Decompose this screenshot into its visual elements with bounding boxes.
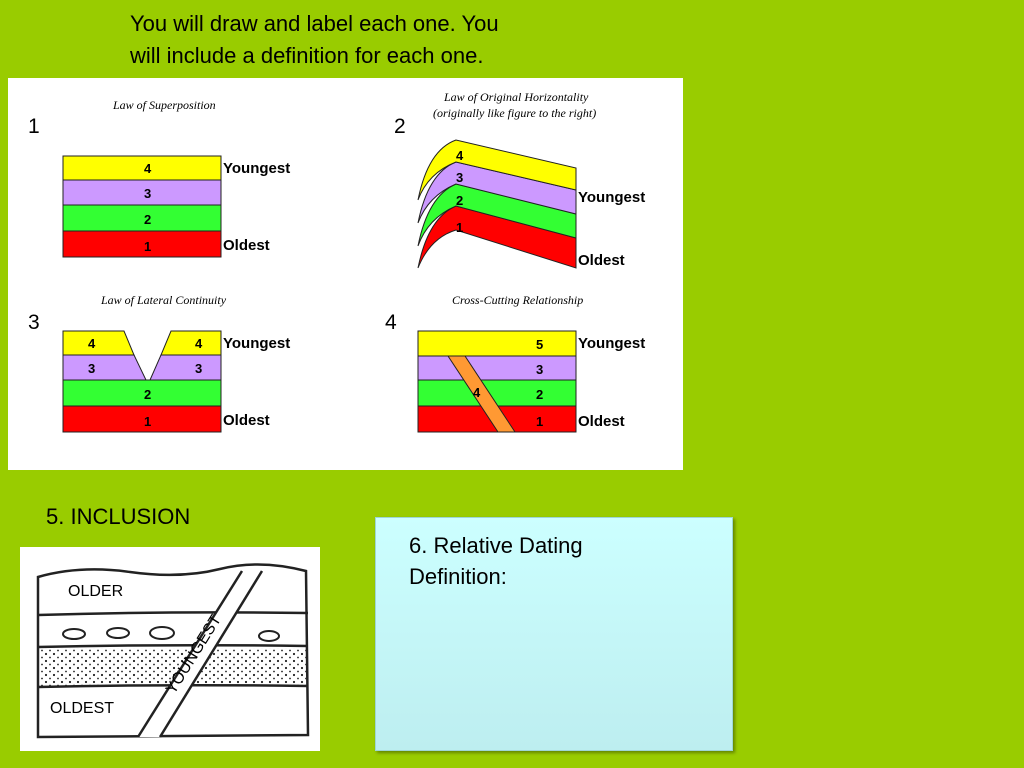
figure-number-2: 2 [394,115,406,138]
lateral-label-1: 1 [144,414,151,429]
inclusion-pebble-2 [106,627,130,639]
horizontality-layer-4 [417,139,577,201]
superposition-oldest: Oldest [223,237,270,254]
superposition-layer-2 [62,204,222,232]
superposition-title: Law of Superposition [112,98,216,112]
inclusion-line-2 [37,643,309,649]
figure-superposition: Law of Superposition 1 4 3 2 1 Youngest … [28,98,290,258]
inclusion-pebble-4 [258,630,280,642]
inclusion-title: 5. INCLUSION [46,504,191,529]
lateral-layer-4-left [62,330,135,356]
lateral-layer-1 [62,405,222,433]
lateral-youngest: Youngest [223,335,290,352]
definition-title: 6. Relative Dating [409,533,583,558]
figure-crosscutting: Cross-Cutting Relationship 4 5 3 2 1 4 Y… [385,293,645,433]
crosscutting-title: Cross-Cutting Relationship [452,293,583,307]
inclusion-pebble-3 [149,626,175,640]
inclusion-pebble-1 [62,628,86,640]
lateral-label-3-left: 3 [88,361,95,376]
lateral-label-4-right: 4 [195,336,203,351]
crosscutting-layer-2 [417,379,577,407]
horizontality-label-1: 1 [456,220,463,235]
crosscutting-youngest: Youngest [578,335,645,352]
inclusion-drawing: OLDER OLDEST YOUNGEST [36,563,310,739]
inclusion-dike-right-edge [158,570,264,738]
superposition-label-1: 1 [144,239,151,254]
definition-label: Definition: [409,564,507,589]
superposition-label-4: 4 [144,161,152,176]
crosscutting-label-1: 1 [536,414,543,429]
crosscutting-oldest: Oldest [578,413,625,430]
inclusion-line-1 [37,611,309,617]
crosscutting-label-2: 2 [536,387,543,402]
superposition-layer-4 [62,155,222,181]
inclusion-sketch: OLDER OLDEST YOUNGEST [20,547,320,751]
crosscutting-dike [447,355,516,433]
lateral-title: Law of Lateral Continuity [100,293,227,307]
lateral-label-3-right: 3 [195,361,202,376]
horizontality-label-3: 3 [456,170,463,185]
lateral-oldest: Oldest [223,412,270,429]
horizontality-label-4: 4 [456,148,464,163]
superposition-label-3: 3 [144,186,151,201]
instructions-line-1: You will draw and label each one. You [130,11,499,36]
horizontality-youngest: Youngest [578,189,645,206]
figure-lateral: Law of Lateral Continuity 3 4 4 3 3 2 1 … [28,293,290,433]
superposition-youngest: Youngest [223,160,290,177]
instructions-line-2: will include a definition for each one. [130,43,484,68]
horizontality-oldest: Oldest [578,252,625,269]
horizontality-subtitle: (originally like figure to the right) [433,106,596,120]
laws-panel: Law of Superposition 1 4 3 2 1 Youngest … [8,78,683,470]
figure-horizontality: Law of Original Horizontality (originall… [394,90,645,269]
laws-diagrams: Law of Superposition 1 4 3 2 1 Youngest … [28,90,645,433]
lateral-layer-2 [62,379,222,407]
crosscutting-label-5: 5 [536,337,543,352]
inclusion-dike-left-edge [136,570,244,738]
lateral-label-4-left: 4 [88,336,96,351]
lateral-layer-3-right [149,354,222,381]
lateral-layer-4-right [160,330,222,356]
figure-number-4: 4 [385,311,397,334]
definition-box: 6. Relative Dating Definition: [375,517,733,751]
inclusion-older-label: OLDER [68,583,123,600]
lateral-layer-3-left [62,354,147,381]
horizontality-title: Law of Original Horizontality [443,90,589,104]
definition-text: 6. Relative Dating Definition: [409,530,583,592]
instructions: You will draw and label each one. You wi… [130,8,590,72]
crosscutting-layer-5 [417,330,577,357]
inclusion-oldest-label: OLDEST [50,700,114,717]
superposition-layer-3 [62,179,222,206]
superposition-layer-1 [62,230,222,258]
figure-number-1: 1 [28,115,40,138]
lateral-label-2: 2 [144,387,151,402]
superposition-label-2: 2 [144,212,151,227]
crosscutting-label-dike: 4 [473,385,481,400]
crosscutting-layer-3 [417,355,577,381]
crosscutting-label-3: 3 [536,362,543,377]
horizontality-label-2: 2 [456,193,463,208]
inclusion-dike-fill [138,571,262,737]
figure-number-3: 3 [28,311,40,334]
